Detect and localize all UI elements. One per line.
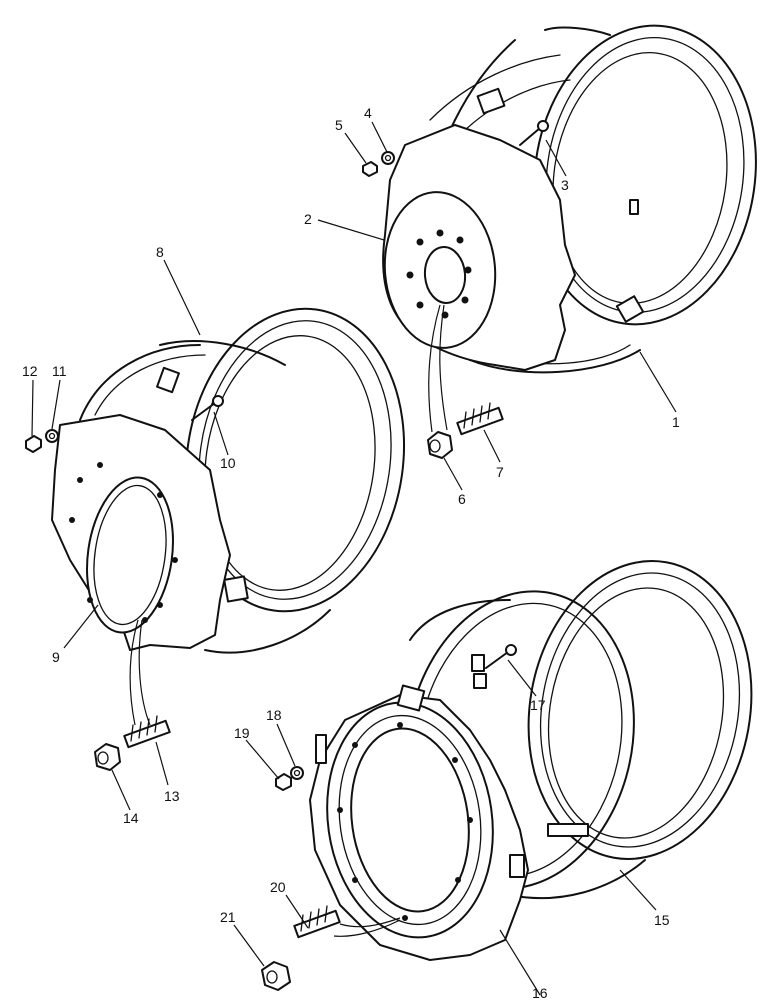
washer-part-11: [45, 429, 59, 443]
callout-4: 4: [364, 105, 372, 121]
callout-7: 7: [496, 464, 504, 480]
wheel-nut-part-21: [261, 961, 291, 991]
wheel-centre-disc-part-2: [382, 124, 576, 371]
callout-10: 10: [220, 455, 236, 471]
rim-assembly-top: [362, 24, 757, 459]
callout-5: 5: [335, 117, 343, 133]
stud-part-13: [123, 715, 171, 749]
callout-17: 17: [530, 697, 546, 713]
callout-11: 11: [52, 363, 67, 379]
callout-3: 3: [561, 177, 569, 193]
callout-21: 21: [220, 909, 236, 925]
stud-part-7: [456, 402, 504, 436]
callout-14: 14: [123, 810, 139, 826]
bolt-part-17: [485, 644, 517, 669]
callout-8: 8: [156, 244, 164, 260]
callout-1: 1: [672, 414, 680, 430]
callout-9: 9: [52, 649, 60, 665]
wheel-nut-part-6: [427, 431, 453, 459]
stud-part-20: [293, 905, 341, 939]
rim-assembly-middle: [25, 307, 406, 771]
callout-15: 15: [654, 912, 670, 928]
callout-6: 6: [458, 491, 466, 507]
callout-19: 19: [234, 725, 250, 741]
wheel-centre-disc-part-16: [309, 684, 529, 961]
bolt-part-10: [191, 395, 224, 421]
leader-lines: [31, 121, 677, 996]
nut-part-19: [275, 773, 292, 791]
callout-16: 16: [532, 985, 548, 1000]
callout-18: 18: [266, 707, 282, 723]
callout-12: 12: [22, 363, 38, 379]
nut-part-12: [25, 435, 42, 453]
nut-part-5: [362, 161, 378, 177]
callout-2: 2: [304, 211, 312, 227]
rim-part-8: [79, 307, 406, 654]
callout-13: 13: [164, 788, 180, 804]
wheel-centre-disc-part-9: [51, 414, 231, 651]
wheel-nut-part-14: [94, 743, 121, 771]
washer-part-4: [381, 151, 395, 165]
bolt-part-3: [519, 120, 549, 146]
callout-numbers: 1 2 3 4 5 6 7 8 9 10 11 12 13 14 15 16 1…: [22, 105, 680, 1000]
rim-assembly-bottom: [261, 560, 753, 991]
callout-20: 20: [270, 879, 286, 895]
washer-part-18: [290, 766, 304, 780]
